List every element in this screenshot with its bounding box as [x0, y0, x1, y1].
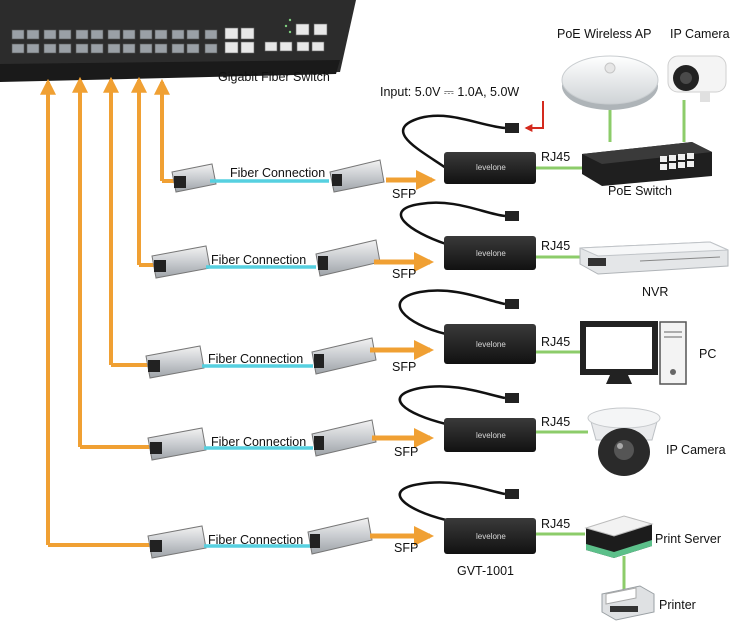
device-label-1: PoE Switch — [608, 184, 672, 198]
fiber-label-3: Fiber Connection — [208, 352, 303, 366]
model-label: GVT-1001 — [457, 564, 514, 578]
input-arrow — [524, 101, 544, 132]
sfp-label-1: SFP — [392, 187, 416, 201]
fiber-label-5: Fiber Connection — [208, 533, 303, 547]
media-converter-5-icon — [444, 518, 536, 554]
rj45-label-1: RJ45 — [541, 150, 570, 164]
svg-text:levelone: levelone — [476, 532, 506, 541]
fiber-switch-icon — [0, 0, 356, 82]
sfp-label-2: SFP — [392, 267, 416, 281]
svg-text:levelone: levelone — [476, 340, 506, 349]
fiber-label-4: Fiber Connection — [211, 435, 306, 449]
rj45-label-4: RJ45 — [541, 415, 570, 429]
sfp-label-3: SFP — [392, 360, 416, 374]
row-1: Fiber Connection SFP levelone RJ45 PoE S… — [171, 114, 712, 201]
rj45-label-3: RJ45 — [541, 335, 570, 349]
rj45-label-5: RJ45 — [541, 517, 570, 531]
row-5: Fiber Connection SFP levelone RJ45 GVT-1… — [147, 481, 721, 621]
printer-label: Printer — [659, 598, 696, 612]
row-2: Fiber Connection SFP levelone RJ45 NVR — [151, 201, 729, 299]
fiber-label-1: Fiber Connection — [230, 166, 325, 180]
device-label-5: Print Server — [655, 532, 721, 546]
switch-label: Gigabit Fiber Switch — [218, 70, 330, 84]
nvr-icon — [579, 241, 729, 275]
svg-text:levelone: levelone — [476, 431, 506, 440]
media-converter-2-icon — [444, 236, 536, 270]
sfp-label-4: SFP — [394, 445, 418, 459]
svg-text:levelone: levelone — [476, 249, 506, 258]
row-3: Fiber Connection SFP levelone RJ45 PC — [145, 289, 716, 385]
dome-camera-icon — [587, 407, 661, 476]
power-cable-1 — [401, 114, 506, 170]
poe-switch-icon — [582, 142, 712, 186]
wireless-ap-icon — [561, 55, 659, 110]
printer-icon — [601, 585, 655, 621]
media-converter-1-icon — [444, 152, 536, 184]
uplink-arrows — [40, 76, 176, 547]
fiber-label-2: Fiber Connection — [211, 253, 306, 267]
device-label-2: NVR — [642, 285, 668, 299]
sfp-module-left-icon — [171, 163, 217, 193]
print-server-icon — [584, 515, 654, 558]
rj45-label-2: RJ45 — [541, 239, 570, 253]
device-label-3: PC — [699, 347, 716, 361]
top-camera-label: IP Camera — [670, 27, 730, 41]
device-label-4: IP Camera — [666, 443, 726, 457]
row-4: Fiber Connection SFP levelone RJ45 IP Ca… — [147, 385, 726, 476]
svg-text:levelone: levelone — [476, 163, 506, 172]
sfp-label-5: SFP — [394, 541, 418, 555]
bullet-camera-icon — [667, 55, 727, 102]
pc-icon — [580, 321, 687, 385]
wireless-ap-label: PoE Wireless AP — [557, 27, 651, 41]
input-note: Input: 5.0V ⎓ 1.0A, 5.0W — [380, 85, 519, 99]
sfp-module-right-icon — [329, 159, 385, 193]
media-converter-3-icon — [444, 324, 536, 364]
media-converter-4-icon — [444, 418, 536, 452]
